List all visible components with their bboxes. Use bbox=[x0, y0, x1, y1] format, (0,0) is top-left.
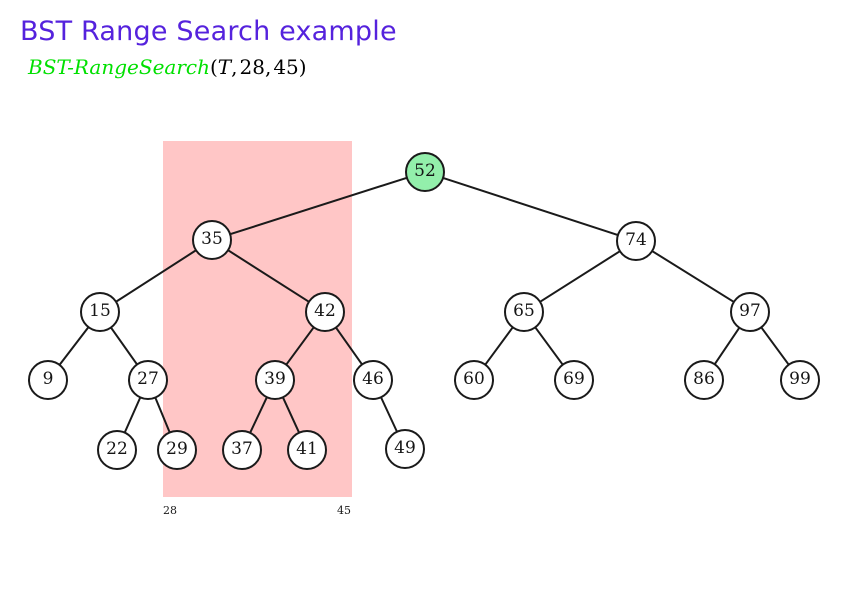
tree-node-60[interactable]: 60 bbox=[454, 360, 494, 400]
tree-node-99[interactable]: 99 bbox=[780, 360, 820, 400]
tree-node-74[interactable]: 74 bbox=[616, 221, 656, 261]
tree-node-label: 65 bbox=[513, 300, 535, 321]
tree-node-9[interactable]: 9 bbox=[28, 360, 68, 400]
tree-node-label: 60 bbox=[463, 368, 485, 389]
tree-edge-27-29 bbox=[154, 396, 171, 434]
tree-node-97[interactable]: 97 bbox=[730, 292, 770, 332]
tree-node-label: 86 bbox=[693, 368, 715, 389]
tree-node-label: 42 bbox=[314, 300, 336, 321]
tree-node-65[interactable]: 65 bbox=[504, 292, 544, 332]
tree-node-label: 22 bbox=[106, 438, 128, 459]
subtitle-call: BST-RangeSearch(T, 28, 45) bbox=[28, 55, 307, 79]
tree-edge-27-22 bbox=[123, 396, 142, 434]
tree-node-label: 46 bbox=[362, 368, 384, 389]
tree-node-35[interactable]: 35 bbox=[192, 220, 232, 260]
tree-node-label: 52 bbox=[414, 160, 436, 181]
tree-node-49[interactable]: 49 bbox=[385, 429, 425, 469]
tree-node-label: 69 bbox=[563, 368, 585, 389]
tree-node-label: 99 bbox=[789, 368, 811, 389]
range-high-label: 45 bbox=[337, 504, 351, 517]
tree-node-15[interactable]: 15 bbox=[80, 292, 120, 332]
arg-low-label: 28 bbox=[239, 55, 265, 79]
tree-node-29[interactable]: 29 bbox=[157, 430, 197, 470]
function-args-label: (T, 28, 45) bbox=[209, 55, 307, 79]
tree-edge-42-39 bbox=[285, 326, 315, 366]
tree-node-86[interactable]: 86 bbox=[684, 360, 724, 400]
tree-node-label: 37 bbox=[231, 438, 253, 459]
tree-node-label: 39 bbox=[264, 368, 286, 389]
tree-node-42[interactable]: 42 bbox=[305, 292, 345, 332]
tree-node-52[interactable]: 52 bbox=[405, 152, 445, 192]
tree-node-46[interactable]: 46 bbox=[353, 360, 393, 400]
tree-edge-65-69 bbox=[534, 326, 564, 366]
tree-edge-52-74 bbox=[442, 176, 619, 237]
tree-edge-46-49 bbox=[379, 396, 399, 433]
tree-node-label: 35 bbox=[201, 228, 223, 249]
tree-node-label: 41 bbox=[296, 438, 318, 459]
tree-edge-42-46 bbox=[334, 326, 364, 366]
tree-edge-35-42 bbox=[227, 249, 310, 303]
tree-node-41[interactable]: 41 bbox=[287, 430, 327, 470]
tree-edge-15-27 bbox=[109, 326, 139, 366]
page-title: BST Range Search example bbox=[20, 16, 397, 47]
tree-node-label: 27 bbox=[137, 368, 159, 389]
tree-node-69[interactable]: 69 bbox=[554, 360, 594, 400]
range-low-label: 28 bbox=[163, 504, 177, 517]
arg-tree-label: T bbox=[217, 55, 232, 79]
tree-edge-74-65 bbox=[539, 250, 621, 303]
tree-node-label: 15 bbox=[89, 300, 111, 321]
tree-edge-97-86 bbox=[713, 326, 741, 366]
tree-edge-52-35 bbox=[229, 176, 408, 236]
tree-edge-15-9 bbox=[58, 326, 90, 366]
tree-edge-97-99 bbox=[760, 326, 790, 366]
edge-group bbox=[58, 176, 790, 434]
function-name-label: BST-RangeSearch bbox=[28, 55, 210, 79]
tree-edge-39-37 bbox=[249, 396, 268, 434]
tree-edge-65-60 bbox=[484, 326, 514, 366]
arg-high-label: 45 bbox=[273, 55, 299, 79]
tree-node-label: 49 bbox=[394, 437, 416, 458]
tree-node-label: 29 bbox=[166, 438, 188, 459]
tree-node-39[interactable]: 39 bbox=[255, 360, 295, 400]
tree-node-label: 9 bbox=[42, 368, 54, 389]
tree-node-label: 74 bbox=[625, 229, 647, 250]
tree-edge-39-41 bbox=[281, 396, 301, 434]
tree-node-22[interactable]: 22 bbox=[97, 430, 137, 470]
tree-node-27[interactable]: 27 bbox=[128, 360, 168, 400]
tree-edge-74-97 bbox=[651, 250, 735, 303]
tree-node-label: 97 bbox=[739, 300, 761, 321]
tree-node-37[interactable]: 37 bbox=[222, 430, 262, 470]
tree-edge-35-15 bbox=[114, 249, 198, 303]
